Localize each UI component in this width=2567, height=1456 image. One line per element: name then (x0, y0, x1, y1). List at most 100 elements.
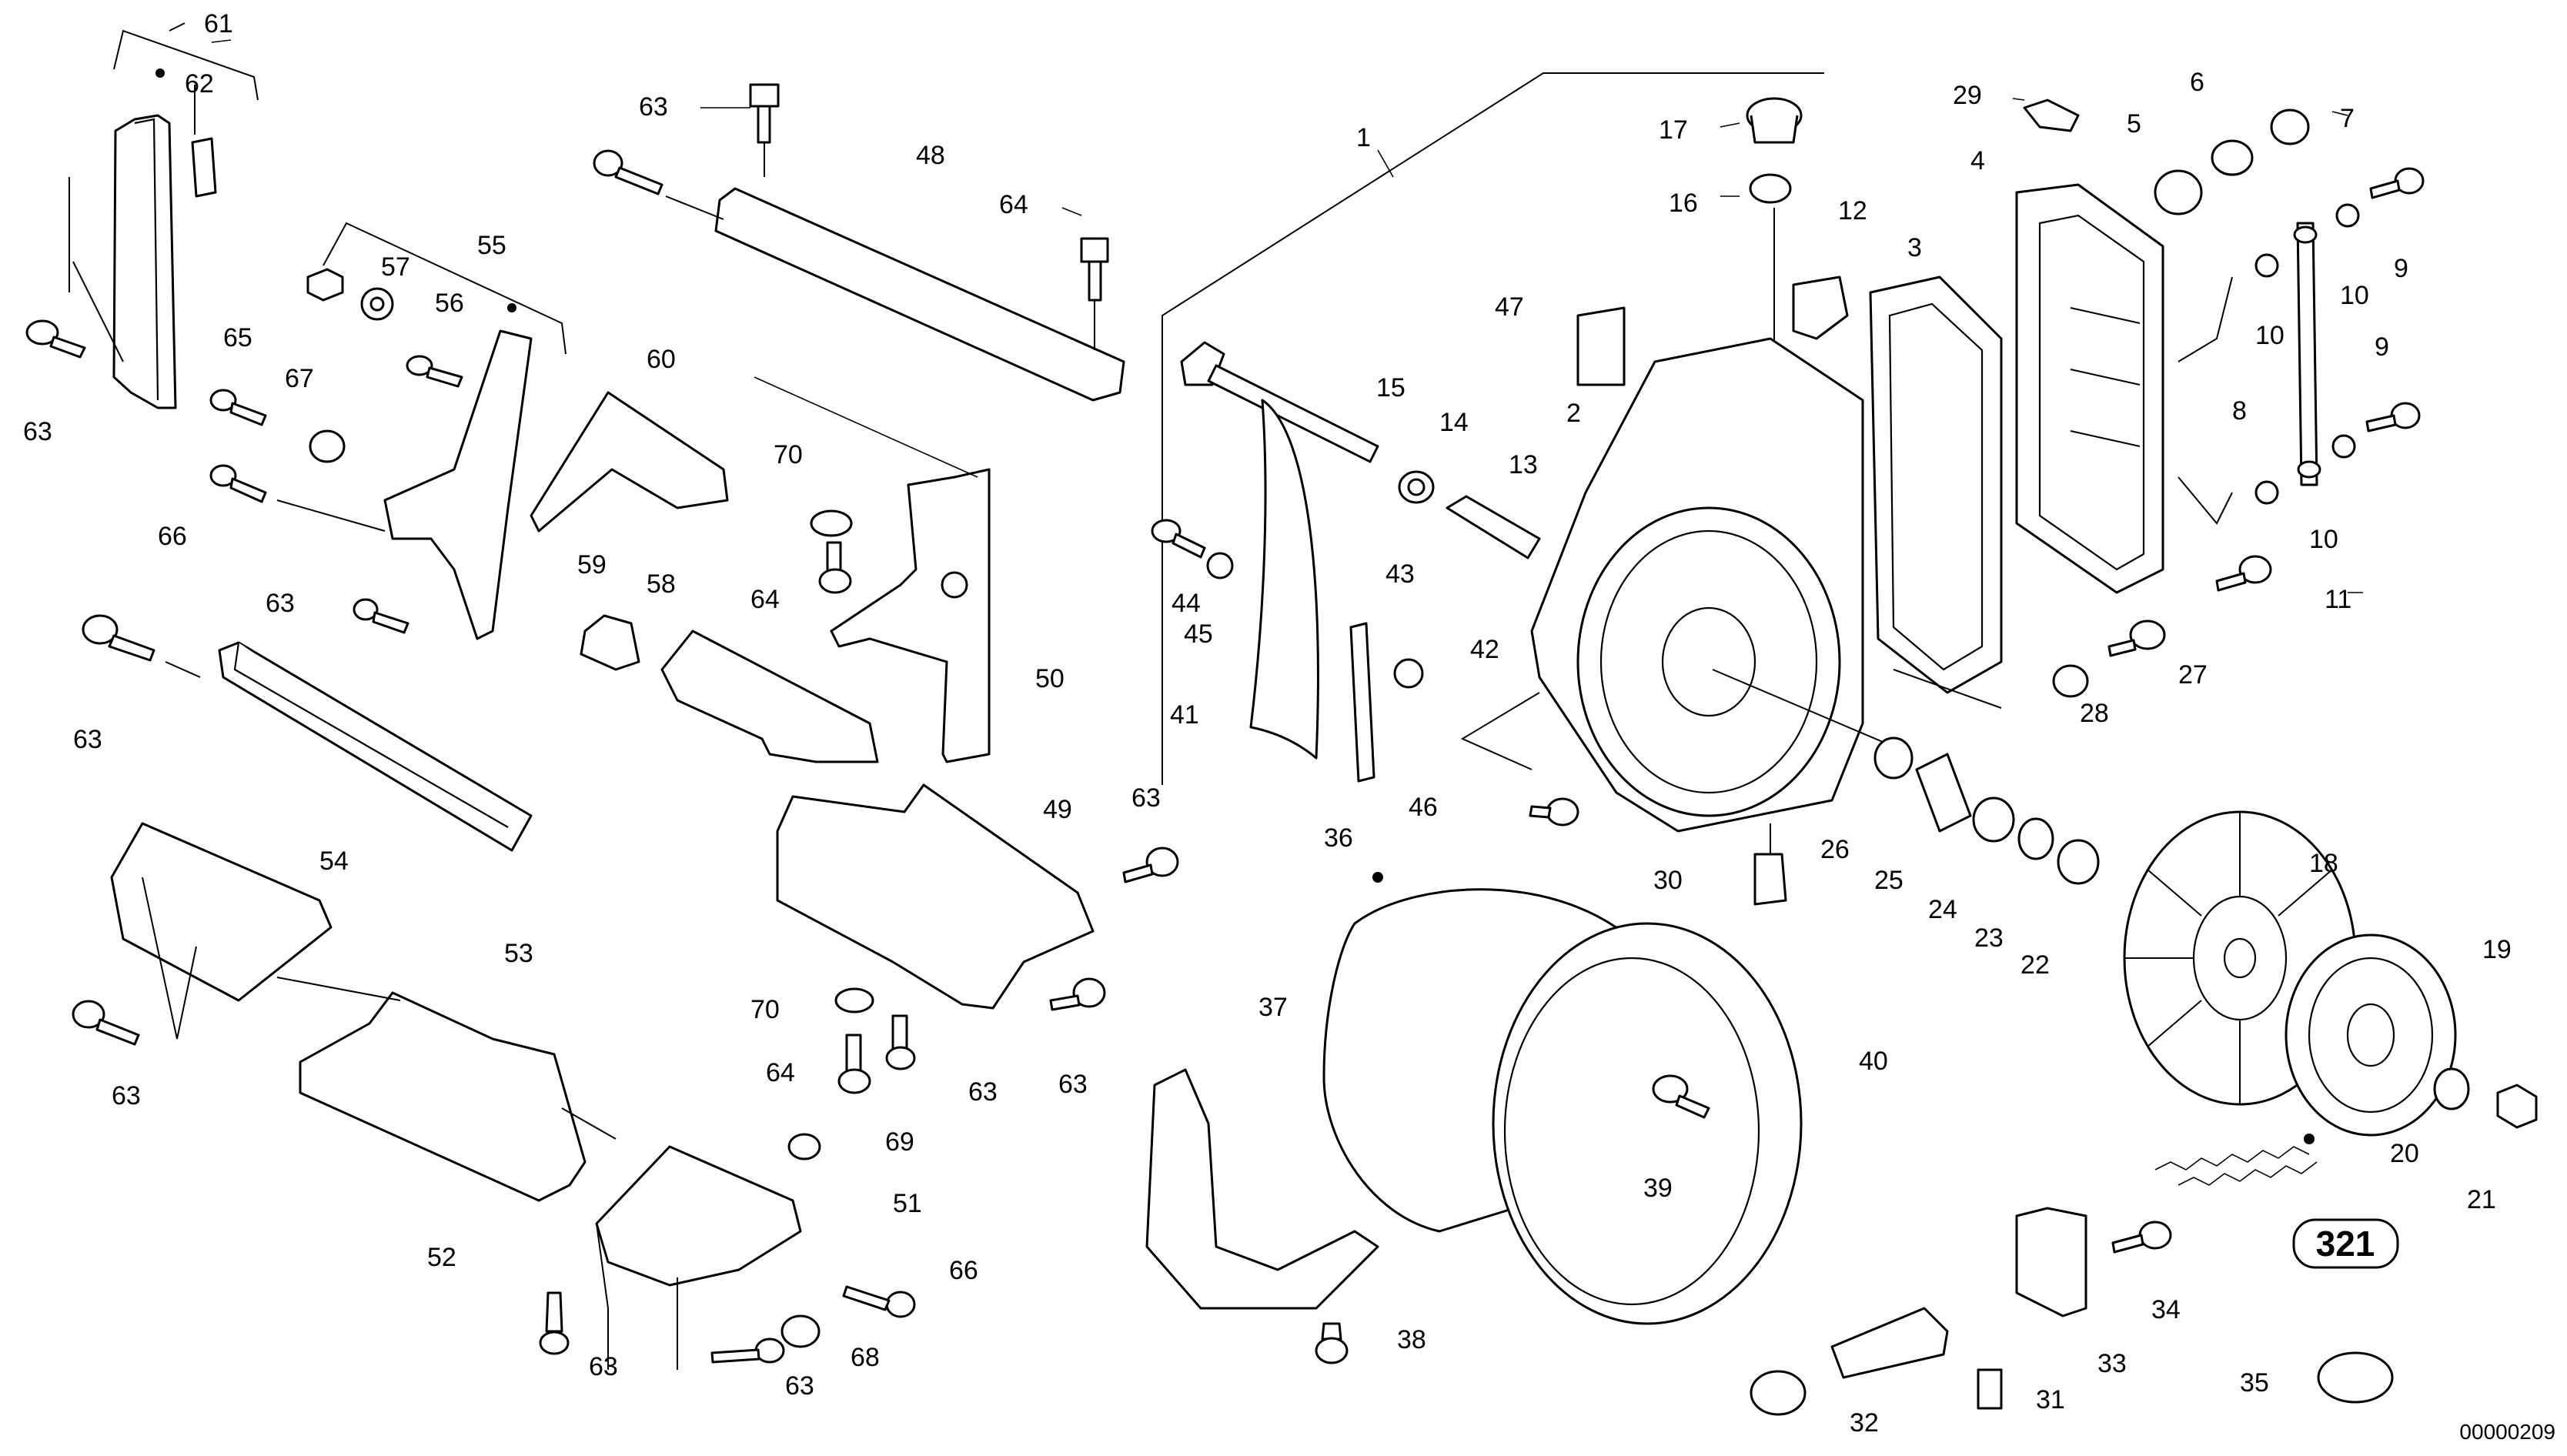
label-44: 44 (1172, 589, 1201, 618)
label-58: 58 (647, 569, 676, 599)
label-14: 14 (1439, 408, 1469, 437)
washer-icon (2335, 203, 2360, 228)
seal-26 (1873, 736, 1914, 780)
label-55: 55 (477, 231, 506, 260)
label-64: 64 (999, 190, 1028, 219)
label-63: 63 (785, 1371, 814, 1401)
label-1: 1 (1356, 123, 1371, 152)
label-63: 63 (73, 725, 102, 754)
label-51: 51 (893, 1189, 922, 1218)
label-66: 66 (158, 522, 187, 551)
guard-52 (299, 991, 587, 1202)
bolt-icon (2365, 402, 2421, 432)
washer-icon (810, 509, 853, 537)
label-9: 9 (2375, 332, 2389, 362)
bolt-icon (82, 614, 155, 662)
drawing-number: 00000209 (2459, 1420, 2555, 1444)
label-63: 63 (1058, 1070, 1088, 1099)
bolt-icon (406, 355, 463, 388)
label-4: 4 (1970, 146, 1985, 175)
bolt-icon (593, 149, 663, 195)
label-61: 61 (204, 9, 233, 38)
cap-12 (1792, 276, 1849, 340)
bushing-5 (2154, 169, 2203, 215)
label-62: 62 (185, 69, 214, 99)
spacer-42 (1393, 658, 1424, 689)
label-70: 70 (774, 440, 803, 469)
tube-13 (1446, 495, 1541, 559)
washer-icon (2211, 139, 2254, 176)
washer-icon (2057, 839, 2100, 885)
label-2: 2 (1566, 399, 1581, 428)
nut-icon (787, 1133, 821, 1160)
label-22: 22 (2021, 950, 2050, 980)
label-60: 60 (647, 345, 676, 374)
heat-shield-41 (1249, 399, 1319, 760)
bracket-61 (112, 114, 177, 409)
label-6: 6 (2190, 68, 2204, 97)
bolt-icon (1652, 1074, 1710, 1119)
label-20: 20 (2390, 1139, 2419, 1168)
label-54: 54 (319, 847, 349, 876)
bracket-55 (383, 329, 533, 640)
label-40: 40 (1859, 1047, 1888, 1076)
label-68: 68 (851, 1343, 880, 1372)
bolt-icon (749, 83, 780, 144)
label-7: 7 (2340, 104, 2355, 133)
label-63: 63 (589, 1352, 618, 1381)
clip-59 (580, 614, 640, 671)
washer-icon (2254, 253, 2279, 278)
label-63: 63 (23, 417, 52, 446)
label-10: 10 (2255, 321, 2285, 350)
plug-30 (1753, 853, 1787, 906)
label-3: 3 (1907, 233, 1922, 262)
label-21: 21 (2467, 1185, 2496, 1214)
washer-icon (2052, 664, 2089, 698)
washer-icon (2433, 1067, 2470, 1110)
hose-clamp-35 (2317, 1351, 2394, 1404)
label-10: 10 (2340, 281, 2369, 310)
label-34: 34 (2151, 1295, 2181, 1324)
clip-47 (1576, 306, 1626, 386)
ring-16 (1749, 173, 1792, 204)
label-67: 67 (285, 364, 314, 393)
label-63: 63 (266, 589, 295, 618)
label-63: 63 (968, 1077, 998, 1107)
label-10: 10 (2309, 525, 2338, 554)
clamp-43 (1349, 622, 1375, 783)
label-47: 47 (1495, 292, 1524, 322)
washer-icon (834, 987, 874, 1014)
label-28: 28 (2080, 699, 2109, 728)
label-39: 39 (1643, 1174, 1673, 1203)
bolt-icon (2215, 555, 2272, 592)
label-56: 56 (435, 289, 464, 318)
bracket-51 (595, 1145, 802, 1287)
label-36: 36 (1324, 823, 1353, 853)
bolt-icon (1151, 519, 1206, 559)
label-63: 63 (1131, 783, 1161, 813)
bolt-icon (818, 541, 852, 594)
label-23: 23 (1974, 923, 2004, 953)
tube-25 (1915, 753, 1972, 833)
reference-number: 321 (2316, 1224, 2375, 1264)
label-64: 64 (750, 585, 780, 614)
label-64: 64 (766, 1058, 795, 1087)
label-32: 32 (1850, 1408, 1879, 1438)
label-38: 38 (1397, 1325, 1426, 1354)
circlip-icon (2017, 817, 2054, 860)
bolt-icon (2111, 1221, 2172, 1254)
part-labels: 61 62 63 55 57 56 65 67 66 63 63 53 54 6… (23, 9, 2512, 1438)
sensor-31 (1830, 1307, 1949, 1379)
long-bolt-15 (1180, 341, 1379, 463)
bolt-icon (2107, 619, 2166, 657)
grommet-32 (1750, 1370, 1807, 1416)
bolt-icon (209, 464, 267, 503)
label-8: 8 (2232, 396, 2247, 426)
label-19: 19 (2482, 935, 2512, 964)
label-37: 37 (1258, 993, 1288, 1022)
label-53: 53 (504, 939, 533, 968)
label-12: 12 (1838, 196, 1867, 225)
bracket-50 (830, 468, 991, 763)
label-17: 17 (1659, 115, 1688, 145)
label-30: 30 (1653, 866, 1683, 895)
